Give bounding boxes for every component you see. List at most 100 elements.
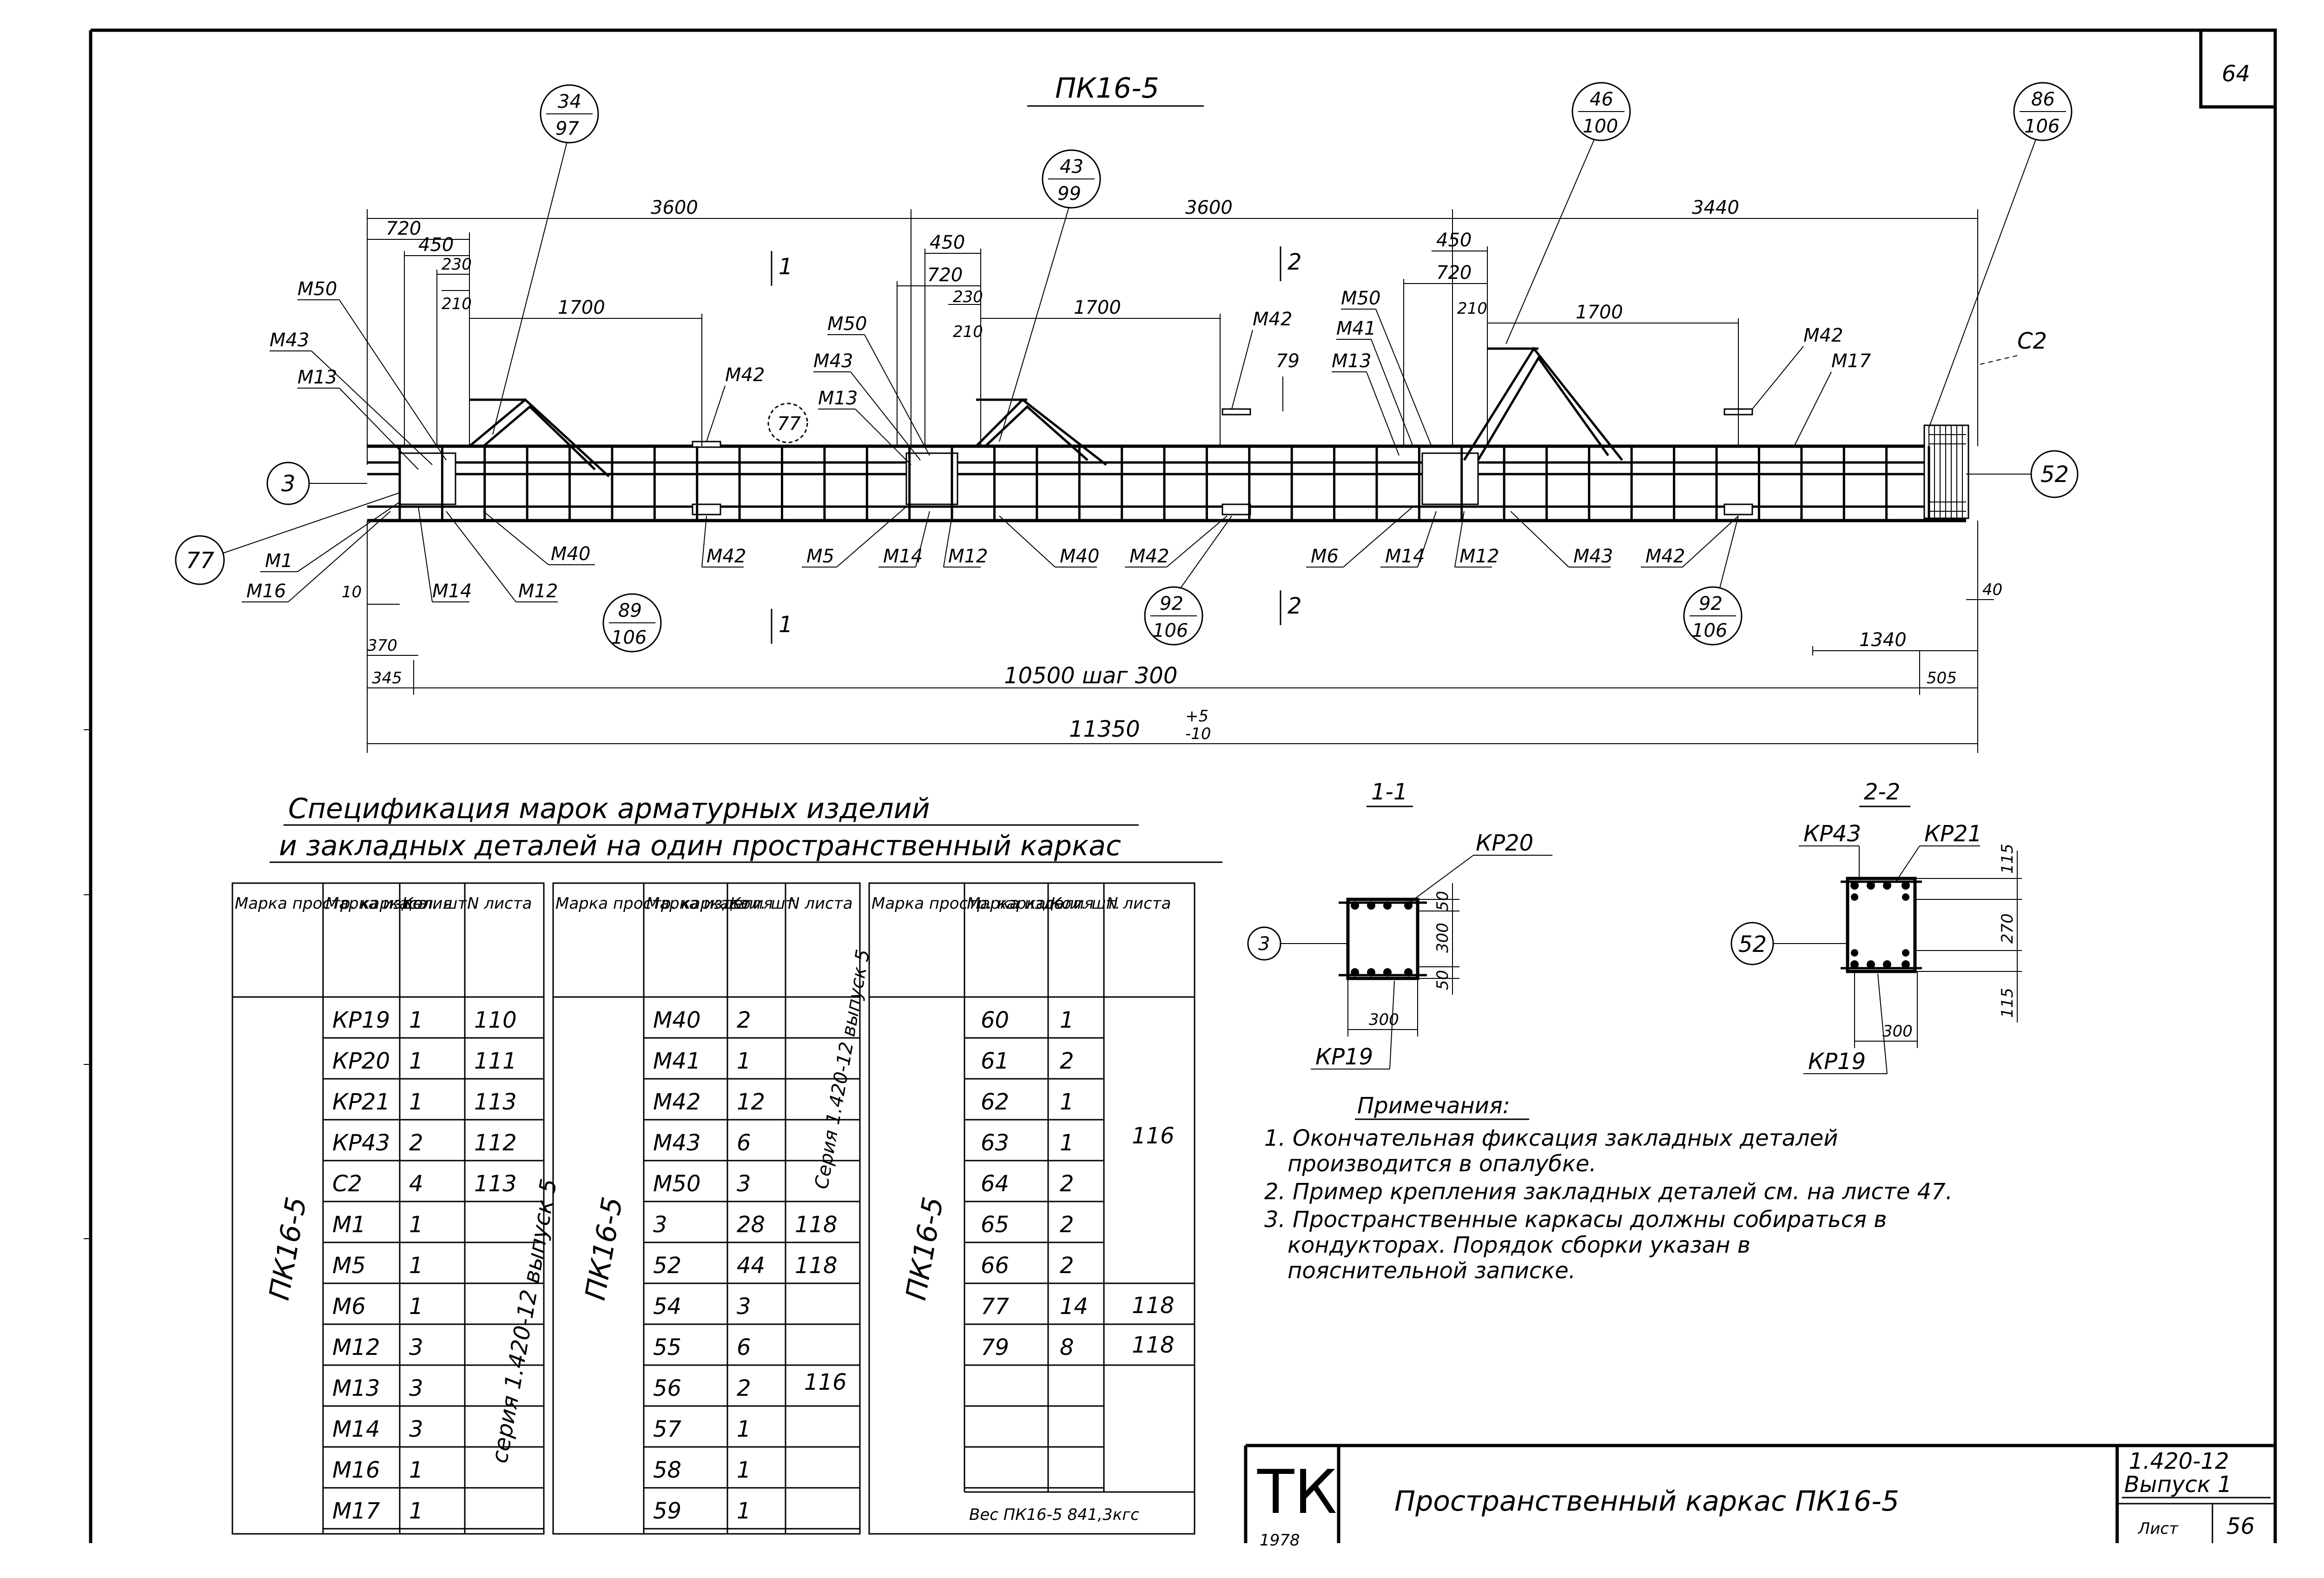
t3-header-mark-cage: Марка простр. каркаса <box>872 894 1064 913</box>
rebar-dot <box>1367 901 1375 910</box>
t3-row-qty: 2 <box>1060 1048 1074 1074</box>
t2-row-item: 3 <box>653 1212 667 1238</box>
t2-row-item: М41 <box>653 1048 701 1074</box>
t1-row-sheet: 112 <box>474 1130 517 1156</box>
section-1-title: 1-1 <box>1371 779 1407 805</box>
t2-row-item: 55 <box>653 1334 681 1360</box>
label-dim-10: 10 <box>342 583 362 601</box>
section-1-dim-50-b: 50 <box>1433 970 1452 990</box>
t2-row-qty: 1 <box>737 1416 751 1442</box>
dim-3600-a: 3600 <box>651 197 698 218</box>
cut-mark-1-top: 1 <box>779 254 793 280</box>
label-m41: М41 <box>1336 318 1376 339</box>
dim-370: 370 <box>367 636 397 655</box>
label-m43-a: М43 <box>270 330 309 351</box>
section-2-circle: 52 <box>1738 931 1767 957</box>
t3-row-item: 61 <box>981 1048 1009 1074</box>
t2-row-qty: 3 <box>737 1171 751 1197</box>
svg-text:86: 86 <box>2031 89 2055 110</box>
svg-text:97: 97 <box>555 118 579 139</box>
note-line-6: пояснительной записке. <box>1287 1258 1576 1284</box>
section-1-dim-300-v: 300 <box>1433 923 1452 953</box>
callout-43-99: 43 99 <box>999 149 1101 442</box>
dim-1700-c: 1700 <box>1576 302 1623 323</box>
dim-720-c: 720 <box>1436 262 1472 284</box>
t1-row-item: КР43 <box>332 1130 390 1156</box>
label-m50-a: М50 <box>297 278 337 300</box>
dim-11350-tol-minus: -10 <box>1185 725 1211 743</box>
t1-row-qty: 1 <box>409 1457 423 1483</box>
callout-34-97: 34 97 <box>492 84 599 435</box>
title-block-series: 1.420-12 <box>2129 1448 2229 1474</box>
t3-row-qty: 8 <box>1060 1334 1074 1360</box>
t2-row-sheet: 118 <box>795 1253 838 1279</box>
label-m17: М17 <box>1831 350 1871 372</box>
dim-230-b: 230 <box>953 288 983 306</box>
t3-row-item: 60 <box>981 1007 1009 1033</box>
t2-row-item: 58 <box>653 1457 681 1483</box>
t1-row-item: С2 <box>332 1171 362 1197</box>
callout-92-106-b: 92 106 <box>1683 515 1743 646</box>
svg-text:106: 106 <box>1692 620 1727 641</box>
rebar-dot <box>1883 960 1891 969</box>
t2-row-item: М42 <box>653 1089 701 1115</box>
label-m42-c: М42 <box>1803 325 1843 346</box>
t3-row-item: 64 <box>981 1171 1009 1197</box>
title-block-year: 1978 <box>1260 1531 1300 1550</box>
rebar-dot <box>1901 881 1910 890</box>
svg-text:92: 92 <box>1699 593 1723 614</box>
section-1-dim-300-h: 300 <box>1369 1010 1399 1029</box>
rebar-dot <box>1902 949 1909 957</box>
dim-450-b: 450 <box>930 232 965 253</box>
t3-row-qty: 1 <box>1060 1130 1074 1156</box>
t2-row-qty: 6 <box>737 1130 751 1156</box>
dim-3440: 3440 <box>1692 197 1739 218</box>
rebar-dot <box>1383 901 1392 910</box>
title-block-issue: Выпуск 1 <box>2124 1472 2232 1498</box>
t2-header-item: Марка изделия <box>646 894 773 913</box>
section-2-kp-bottom: КР19 <box>1808 1049 1866 1075</box>
stirrups <box>398 425 1963 521</box>
t1-row-qty: 1 <box>409 1048 423 1074</box>
circle-callouts: 3 77 77 52 <box>175 403 2079 585</box>
rebar-dot <box>1902 893 1909 901</box>
t1-merged-sheet: серия 1.420-12 выпуск 5 <box>487 1177 562 1465</box>
dim-345: 345 <box>372 669 402 687</box>
t1-row-item: М17 <box>332 1498 380 1524</box>
top-dimensions: 3600 3600 3440 720 450 230 210 1700 450 … <box>367 197 1978 465</box>
rebar-dot <box>1867 881 1875 890</box>
t2-row-item: М43 <box>653 1130 701 1156</box>
callout-86-106: 86 106 <box>1928 82 2073 428</box>
label-m1: М1 <box>265 550 293 572</box>
t1-header-qty: Кол. шт. <box>402 894 472 913</box>
title-block: ТК 1978 Пространственный каркас ПК16-5 1… <box>1244 1444 2275 1550</box>
t3-header-qty: Кол. шт. <box>1050 894 1120 913</box>
t3-row-qty: 1 <box>1060 1007 1074 1033</box>
note-line-2: производится в опалубке. <box>1287 1151 1597 1177</box>
dim-11350-tol-plus: +5 <box>1185 707 1208 726</box>
label-m12-b: М12 <box>948 546 988 567</box>
t3-group-mark: ПК16-5 <box>900 1195 950 1303</box>
spec-table-3: Марка простр. каркаса Марка изделия Кол.… <box>868 882 1195 1535</box>
t2-row-item: 56 <box>653 1375 681 1401</box>
t1-row-item: М6 <box>332 1294 366 1320</box>
label-m42-b: М42 <box>1253 309 1292 330</box>
section-2-dim-115-b: 115 <box>1998 988 2017 1018</box>
label-m43-c: М43 <box>1573 546 1613 567</box>
label-m13-b: М13 <box>818 388 858 409</box>
t2-merged-sheet-top: Серия 1.420-12 выпуск 5 <box>811 948 874 1191</box>
dim-210-a: 210 <box>442 295 472 313</box>
t2-header-qty: Кол. шт. <box>730 894 799 913</box>
t3-sheet-79: 118 <box>1132 1332 1175 1358</box>
t1-group-mark: ПК16-5 <box>263 1195 313 1303</box>
section-1-kp-top: КР20 <box>1476 830 1533 856</box>
t2-row-qty: 6 <box>737 1334 751 1360</box>
label-m13-c: М13 <box>1332 350 1371 372</box>
spec-title-line1: Спецификация марок арматурных изделий <box>288 792 930 825</box>
label-m12-c: М12 <box>1459 546 1499 567</box>
t2-row-qty: 12 <box>737 1089 765 1115</box>
t3-row-qty: 2 <box>1060 1212 1074 1238</box>
rebar-dot <box>1351 901 1359 910</box>
section-1-1: 1-1 КР20 КР19 3 50 300 50 300 <box>1247 779 1552 1070</box>
t3-row-item: 62 <box>981 1089 1009 1115</box>
